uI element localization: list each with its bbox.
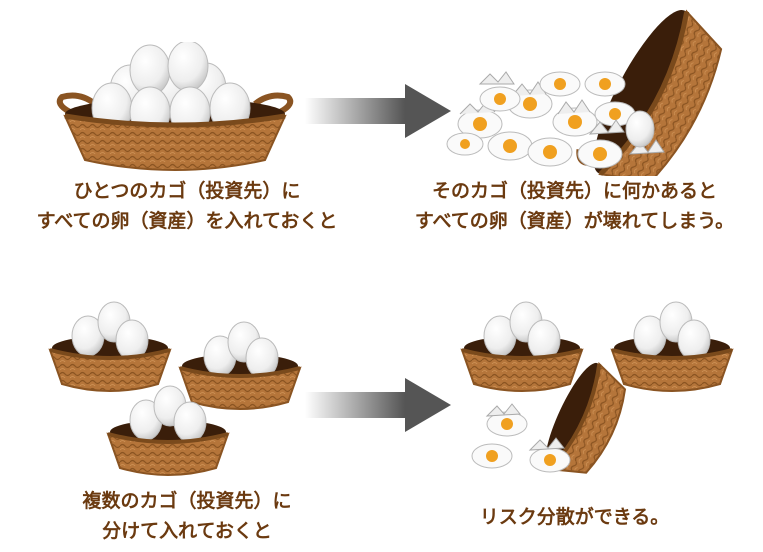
basket-full-of-eggs: [56, 42, 294, 171]
caption-line: ひとつのカゴ（投資先）に: [73, 180, 301, 202]
caption-line: すべての卵（資産）を入れておくと: [36, 210, 338, 232]
broken-eggs-spilled: [446, 9, 723, 176]
caption-all-broken: そのカゴ（投資先）に何かあると すべての卵（資産）が壊れてしまう。: [386, 176, 763, 236]
broken-egg-icon: [471, 403, 571, 473]
basket-icon: [460, 301, 734, 474]
caption-line: 複数のカゴ（投資先）に: [82, 490, 292, 512]
basket-icon: [48, 301, 302, 476]
arrow-right-icon: [305, 378, 451, 432]
caption-line: すべての卵（資産）が壊れてしまう。: [414, 210, 735, 232]
diversified-baskets: [460, 301, 734, 474]
three-baskets-of-eggs: [48, 301, 302, 476]
caption-line: 分けて入れておくと: [102, 520, 272, 542]
caption-one-basket: ひとつのカゴ（投資先）に すべての卵（資産）を入れておくと: [0, 176, 374, 236]
caption-line: リスク分散ができる。: [479, 506, 670, 528]
broken-egg-icon: [446, 71, 665, 169]
caption-multiple-baskets: 複数のカゴ（投資先）に 分けて入れておくと: [0, 486, 374, 546]
arrow-right-icon: [305, 84, 451, 138]
caption-line: そのカゴ（投資先）に何かあると: [431, 180, 717, 202]
caption-risk-diversified: リスク分散ができる。: [386, 502, 763, 532]
